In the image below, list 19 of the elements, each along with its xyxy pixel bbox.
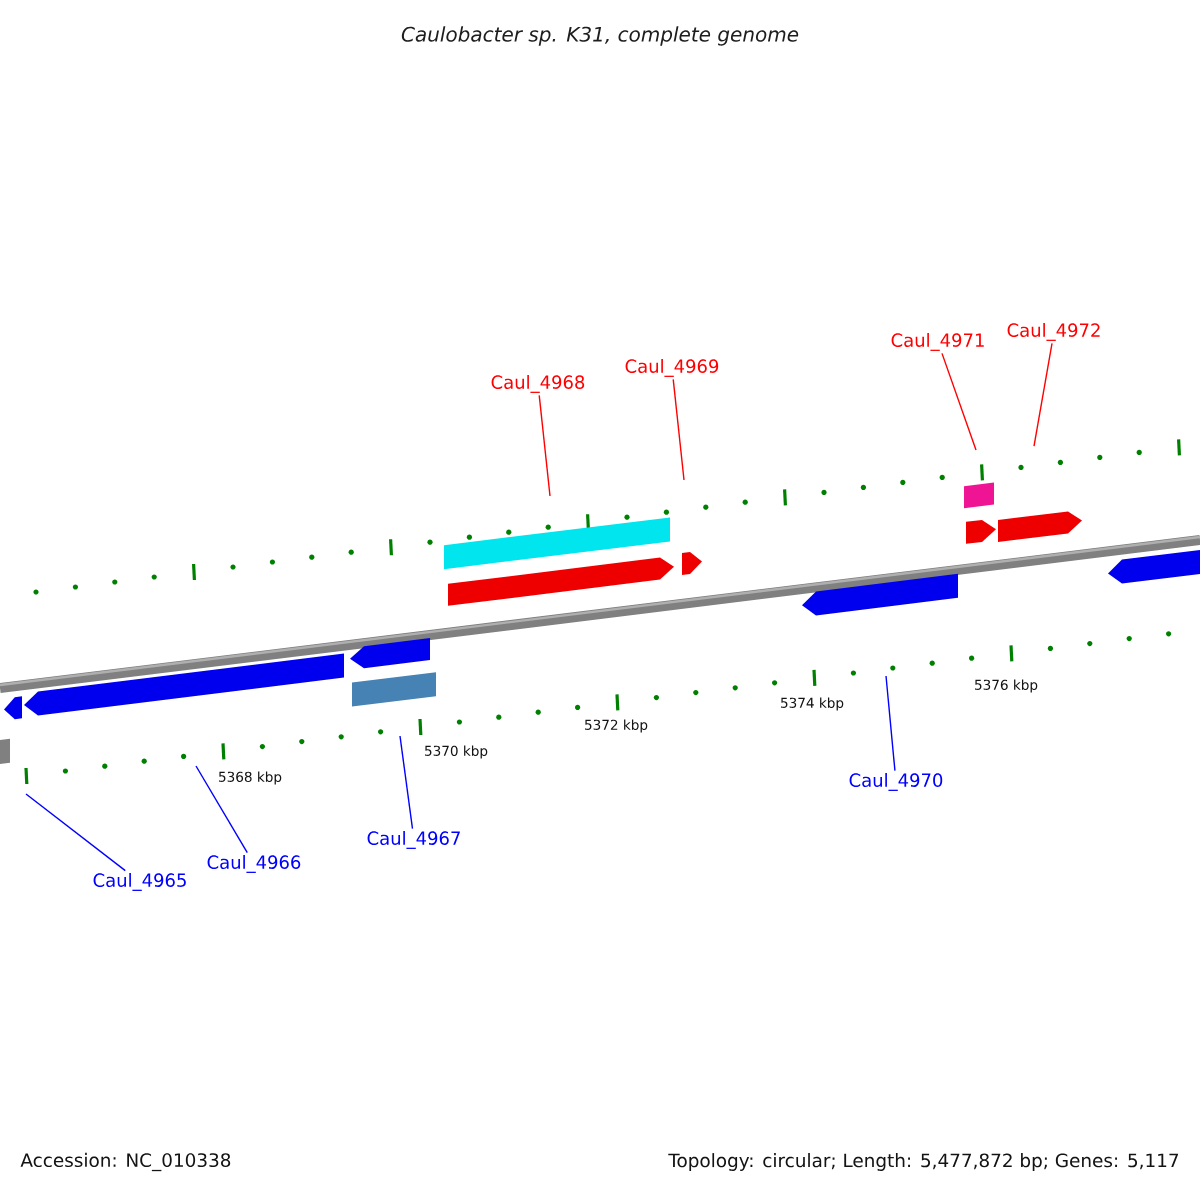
gene-label: Caul_4970 — [849, 773, 943, 791]
gene-label: Caul_4965 — [93, 873, 186, 891]
leader-line — [941, 352, 977, 451]
gene-label: Caul_4966 — [207, 855, 301, 873]
leader-line — [25, 793, 126, 872]
leader-line — [1033, 342, 1053, 447]
gene-label: Caul_4968 — [491, 375, 585, 393]
gene-label: Caul_4971 — [891, 333, 984, 351]
leader-line — [195, 765, 248, 854]
footer-text: Topology: circular; Length: 5,477,872 bp; Genes: 5,117 — [668, 1153, 1179, 1171]
leader-line — [538, 394, 551, 497]
leader-line — [399, 735, 414, 830]
footer-text: Accession: NC_010338 — [20, 1152, 231, 1172]
chart-title: Caulobacter sp. K31, complete genome — [401, 26, 799, 46]
gene-label: Caul_4972 — [1007, 323, 1100, 341]
gene-label: Caul_4969 — [625, 359, 719, 377]
leader-line — [885, 675, 896, 772]
gene-label: Caul_4967 — [367, 831, 460, 849]
leader-line — [672, 378, 685, 481]
